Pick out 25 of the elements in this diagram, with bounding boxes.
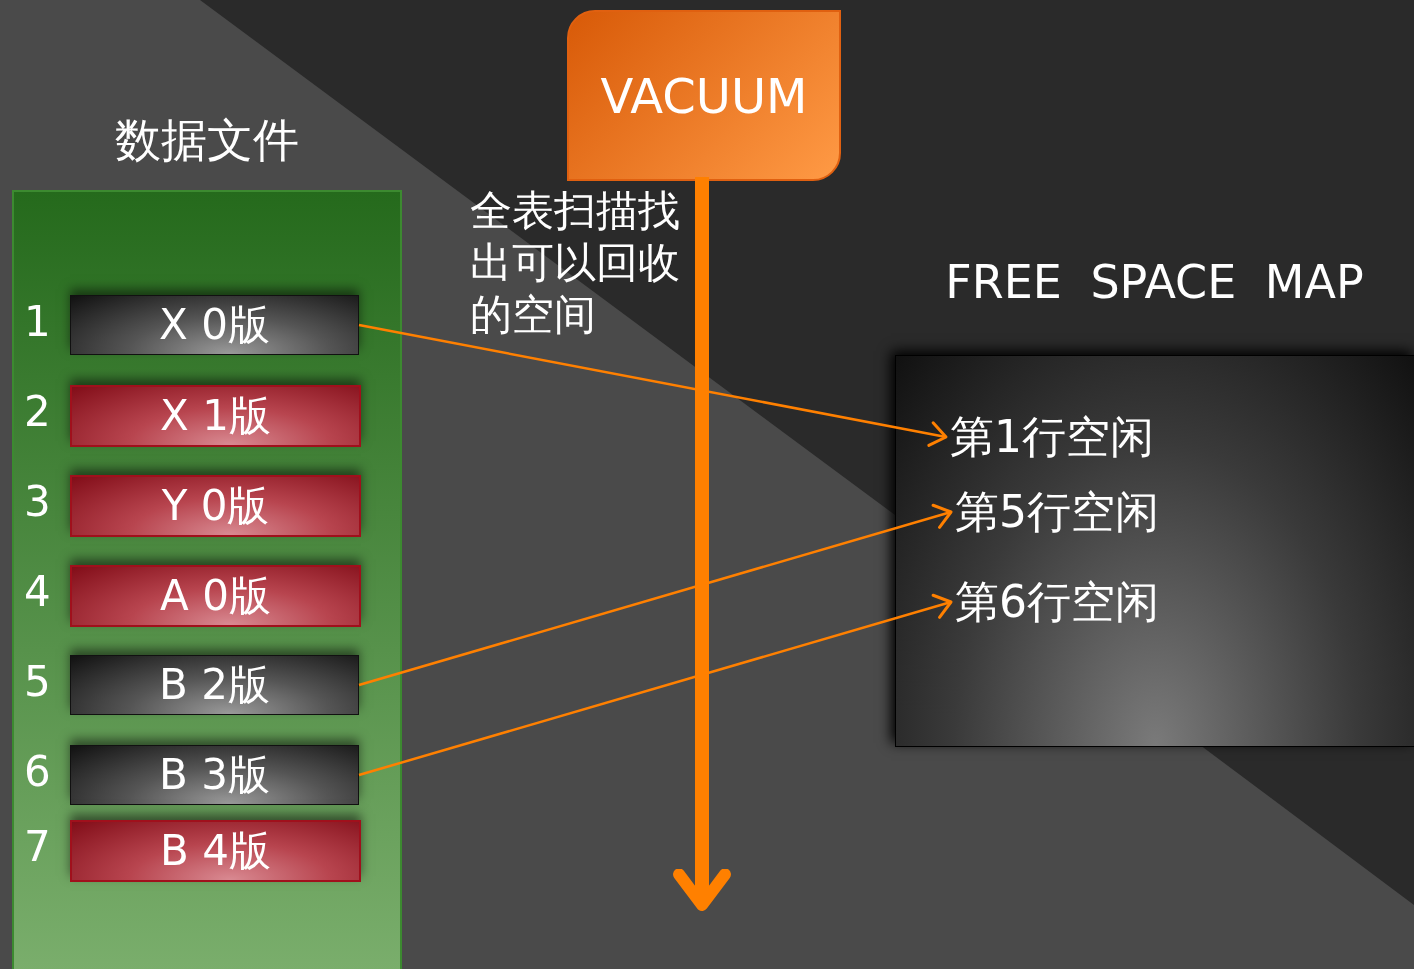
version-row: B 4版: [70, 820, 361, 882]
version-row: X 0版: [70, 295, 359, 355]
free-row-text: 第1行空闲: [950, 410, 1154, 464]
panel-heading: 数据文件: [114, 112, 300, 169]
process-box: VACUUM: [567, 10, 841, 181]
version-row: A 0版: [70, 565, 361, 627]
scan-arrow: [673, 177, 731, 911]
panel-heading: FREE SPACE MAP: [944, 255, 1365, 309]
row-number: 4: [24, 567, 51, 616]
row-number: 3: [24, 477, 51, 526]
row-number: 5: [24, 657, 51, 706]
version-row: B 3版: [70, 745, 359, 805]
arrow: [358, 593, 953, 777]
version-row: B 2版: [70, 655, 359, 715]
edge-label: 全表扫描找出可以回收的空间: [470, 185, 681, 341]
arrow: [358, 323, 948, 447]
version-row: X 1版: [70, 385, 361, 447]
row-number: 7: [24, 822, 51, 871]
free-row-text: 第5行空闲: [955, 485, 1159, 539]
row-number: 2: [24, 387, 51, 436]
version-row: Y 0版: [70, 475, 361, 537]
free-row-text: 第6行空闲: [955, 575, 1159, 629]
row-number: 1: [24, 297, 51, 346]
arrow: [358, 503, 953, 687]
row-number: 6: [24, 747, 51, 796]
